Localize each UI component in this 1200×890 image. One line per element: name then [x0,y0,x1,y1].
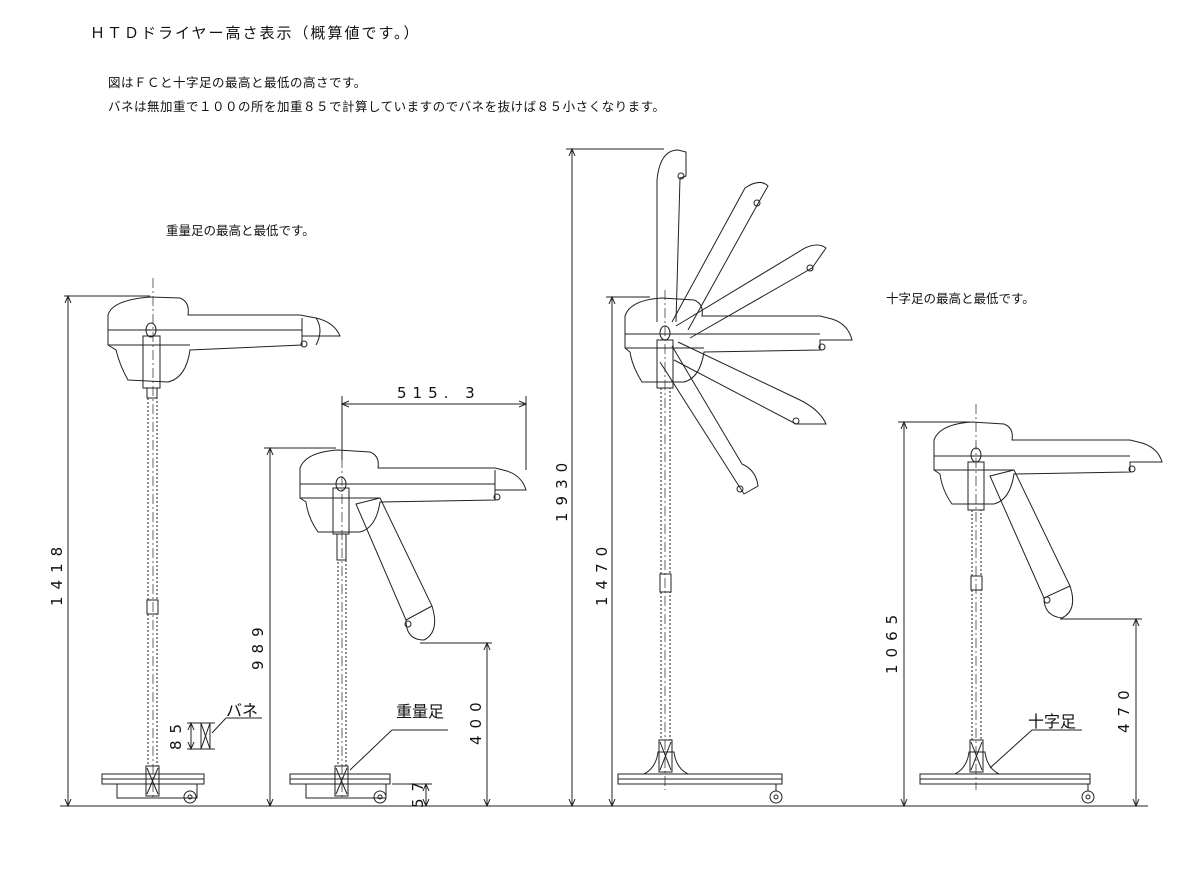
callout-spring: バネ [226,701,259,720]
note-line-1: 図はＦＣと十字足の最高と最低の高さです。 [108,75,367,90]
dim-470: 470 [1115,683,1133,733]
dim-arm-reach: 515. 3 [397,384,481,402]
dim-57: 57 [409,774,427,808]
dim-1418: 1418 [48,539,66,606]
dim-1930: 1930 [553,455,571,522]
spring-detail [187,718,262,749]
caption-cross-base: 十字足の最高と最低です。 [886,291,1035,306]
callout-heavy-foot: 重量足 [396,702,445,721]
page-title: ＨＴＤドライヤー高さ表示（概算値です。） [90,24,421,42]
caption-heavy-base: 重量足の最高と最低です。 [166,223,315,238]
dim-989: 989 [249,620,267,670]
dim-1470: 1470 [593,539,611,606]
callout-cross-foot: 十字足 [1028,712,1077,731]
dim-85: 85 [167,716,185,750]
note-line-2: バネは無加重で１００の所を加重８５で計算していますのでバネを抜けば８５小さくなり… [108,99,666,114]
dryer-cross-base-highest [618,150,852,803]
dim-400: 400 [467,695,485,745]
dryer-heavy-base-lowest [290,440,526,803]
dryer-heavy-base-highest [102,278,340,803]
dim-1065: 1065 [883,607,901,674]
dryer-cross-base-lowest [920,404,1162,803]
